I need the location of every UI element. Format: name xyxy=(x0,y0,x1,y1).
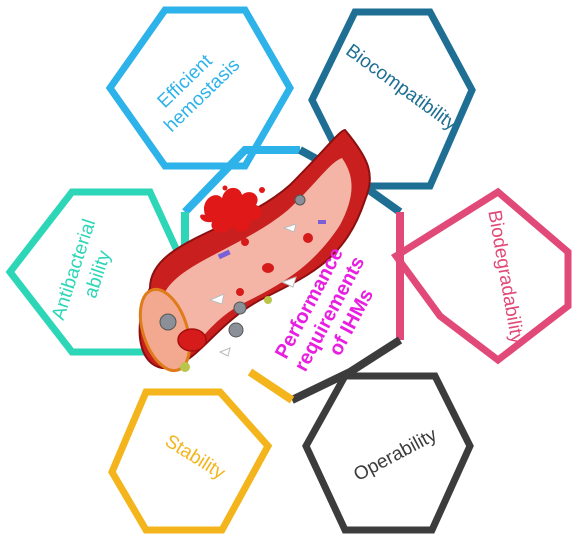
platelet xyxy=(208,293,225,305)
vessel-opening xyxy=(138,287,192,373)
red-blood-cell xyxy=(236,288,244,296)
label-biocompatibility-line1: Biocompatibility xyxy=(342,40,462,135)
blood-drop xyxy=(222,185,228,191)
label-operability-line1: Operability xyxy=(350,424,440,485)
white-blood-cell xyxy=(233,301,247,315)
blood-drop xyxy=(259,187,265,193)
hexagon-biodegradability xyxy=(390,187,572,365)
activated-platelet xyxy=(180,362,190,372)
white-blood-cell xyxy=(228,322,244,338)
activated-platelet xyxy=(264,296,272,304)
red-blood-cell xyxy=(262,263,274,273)
blood-splash xyxy=(200,187,262,233)
label-stability: Stability xyxy=(161,431,229,484)
hexagon-operability xyxy=(302,372,474,534)
center-hexagon-edge-bottom-left xyxy=(247,368,295,404)
blood-vessel-illustration xyxy=(138,128,371,373)
fibrin-fragment xyxy=(217,249,231,260)
white-blood-cell xyxy=(294,194,306,206)
label-biodegradability-line1: Biodegradability xyxy=(483,209,527,346)
hexagon-hemostasis xyxy=(105,6,295,170)
label-stability-line1: Stability xyxy=(161,431,229,484)
red-blood-cell xyxy=(303,233,313,243)
label-biocompatibility: Biocompatibility xyxy=(342,40,462,135)
fibrin-fragment xyxy=(318,220,326,224)
label-antibacterial: Antibacterial ability xyxy=(48,212,125,330)
white-blood-cell xyxy=(159,313,177,331)
vessel-inner-lumen xyxy=(159,158,352,356)
hexagon-biocompatibility xyxy=(308,8,476,190)
platelet xyxy=(218,347,231,357)
center-hexagon-edge-bottom-right xyxy=(290,336,403,404)
red-blood-cell xyxy=(177,328,207,352)
center-hexagon-edge-top xyxy=(182,146,300,215)
label-biodegradability: Biodegradability xyxy=(483,209,527,346)
red-blood-cell xyxy=(241,238,249,246)
platelet xyxy=(280,276,297,288)
platelet xyxy=(282,223,297,233)
label-operability: Operability xyxy=(350,424,440,485)
label-hemostasis: Efficient hemostasis xyxy=(145,39,244,137)
hexagon-stability xyxy=(108,388,273,534)
